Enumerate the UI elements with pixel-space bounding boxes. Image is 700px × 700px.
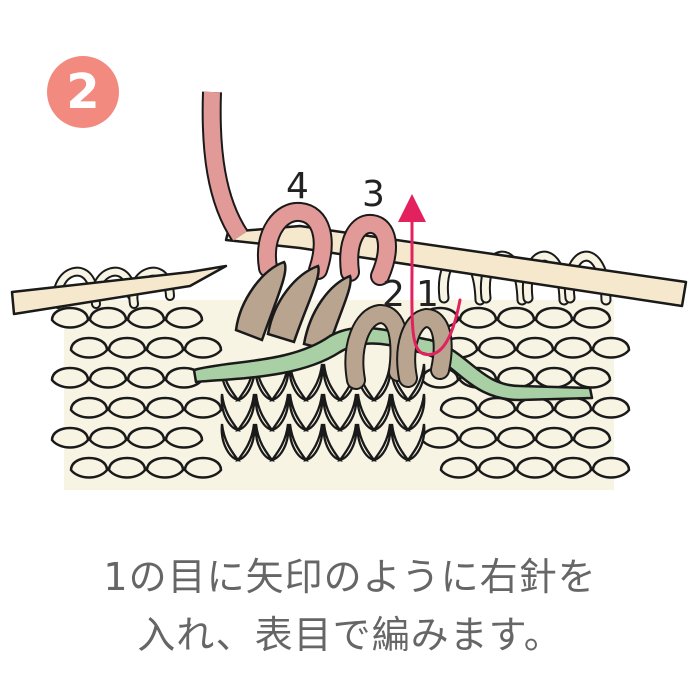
stockinette-v-right [269, 393, 290, 432]
garter-bump [145, 336, 185, 359]
garter-bump [515, 336, 555, 359]
garter-bump [439, 456, 479, 479]
instruction-caption-line-1: 1の目に矢印のように右針を [103, 555, 597, 599]
garter-bump [496, 426, 536, 449]
insertion-arrow [398, 194, 462, 357]
garter-bump [477, 456, 517, 479]
garter-bump [69, 336, 109, 359]
garter-bump [477, 396, 517, 419]
stockinette-v-right [303, 423, 324, 462]
garter-bump [107, 396, 147, 419]
label-stitch-3: 3 [362, 174, 385, 215]
stockinette-v-right [235, 423, 256, 462]
garter-bump [88, 366, 128, 389]
garter-bump [126, 306, 166, 329]
garter-bump [553, 396, 593, 419]
stitch-4-loop [256, 201, 333, 280]
garter-bump [50, 366, 90, 389]
garter-bump [477, 336, 517, 359]
instruction-caption-line-2: 入れ、表目で編みます。 [137, 613, 563, 657]
garter-bump [69, 456, 109, 479]
garter-bump [69, 396, 109, 419]
garter-bump [553, 336, 593, 359]
arrow-curve [410, 220, 462, 357]
loop-fill [258, 203, 331, 278]
garter-bump [126, 366, 166, 389]
crossed-stitch-3 [302, 274, 352, 352]
working-yarn [203, 91, 247, 241]
garter-bump [515, 456, 555, 479]
garter-bump [572, 426, 612, 449]
label-stitch-2: 2 [382, 274, 405, 315]
loop-fill [341, 215, 395, 284]
garter-bump [107, 456, 147, 479]
garter-bump [126, 426, 166, 449]
stockinette-v-right [337, 423, 358, 462]
garter-bump [183, 396, 223, 419]
arrow-head [398, 194, 426, 222]
stockinette-v-right [371, 393, 392, 432]
stockinette-v-right [371, 423, 392, 462]
garter-bump [496, 306, 536, 329]
garter-bump [534, 306, 574, 329]
left-needle [10, 264, 228, 316]
label-stitch-1: 1 [416, 274, 439, 315]
stockinette-v-right [371, 363, 392, 402]
garter-bump [439, 396, 479, 419]
garter-bump [50, 426, 90, 449]
label-stitch-4: 4 [286, 166, 309, 207]
stockinette-v-right [337, 393, 358, 432]
garter-bump [458, 426, 498, 449]
cable-needle-body [192, 326, 594, 402]
crossed-stitch-2 [266, 264, 320, 344]
stockinette-v-right [303, 393, 324, 432]
garter-bump [534, 366, 574, 389]
stockinette-v-right [405, 363, 426, 402]
stockinette-v-right [405, 423, 426, 462]
garter-bump [553, 456, 593, 479]
garter-bump [183, 456, 223, 479]
stockinette-v-right [235, 393, 256, 432]
stitch-3-loop [339, 213, 397, 286]
garter-bump [164, 306, 204, 329]
garter-bump [591, 336, 631, 359]
garter-bump [591, 396, 631, 419]
garter-bump [50, 306, 90, 329]
crossed-stitch-1 [234, 260, 287, 342]
garter-bump [458, 306, 498, 329]
stockinette-v-right [269, 423, 290, 462]
garter-bump [534, 426, 574, 449]
garter-bump [572, 366, 612, 389]
stockinette-v-right [269, 363, 290, 402]
garter-bump [420, 426, 460, 449]
left-needle-shaft [10, 264, 228, 316]
garter-bump [145, 396, 185, 419]
step-number-badge: 2 [47, 56, 119, 128]
garter-bump [164, 426, 204, 449]
garter-bump [88, 306, 128, 329]
stockinette-v-right [303, 363, 324, 402]
garter-bump [572, 306, 612, 329]
step-number: 2 [66, 64, 100, 120]
garter-bump [183, 336, 223, 359]
garter-bump [107, 336, 147, 359]
crossed-stitches [234, 260, 352, 352]
stockinette-v-right [405, 393, 426, 432]
garter-bump [145, 456, 185, 479]
cable-needle [192, 326, 594, 402]
garter-bump [88, 426, 128, 449]
garter-bump [591, 456, 631, 479]
